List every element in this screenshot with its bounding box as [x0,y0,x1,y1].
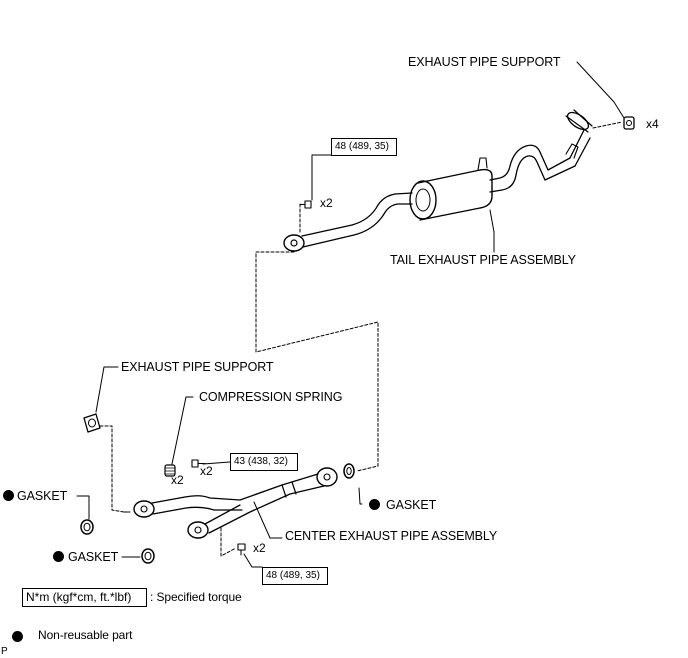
label-tail-exhaust-pipe-assembly: TAIL EXHAUST PIPE ASSEMBLY [390,253,576,267]
nonreusable-icon [3,490,14,501]
torque-box-lower: 48 (489, 35) [262,567,328,585]
label-exhaust-pipe-support-left: EXHAUST PIPE SUPPORT [121,360,274,374]
torque-box-tail: 48 (489, 35) [331,138,397,156]
qty-tail-bolts: x2 [320,196,333,210]
label-gasket-right: GASKET [386,498,437,512]
label-center-exhaust-pipe-assembly: CENTER EXHAUST PIPE ASSEMBLY [285,529,498,543]
lower-bolt [237,543,246,556]
tail-exhaust-pipe-assembly [283,109,593,252]
legend-torque-description: : Specified torque [150,590,242,604]
torque-box-center: 43 (438, 32) [230,453,298,471]
label-compression-spring: COMPRESSION SPRING [199,390,343,404]
legend-nonreusable-description: Non-reusable part [38,628,133,642]
compression-spring-part [164,464,176,477]
center-exhaust-pipe-assembly [123,467,338,539]
exhaust-pipe-support-top-part [623,116,635,130]
tail-bolt [299,200,312,209]
corner-mark: P [1,646,8,657]
exhaust-pipe-support-left-part [83,413,101,433]
legend-torque-box: N*m (kgf*cm, ft.*lbf) [22,588,147,607]
qty-support-top: x4 [646,117,659,131]
label-gasket-left-top: GASKET [17,489,68,503]
gasket-left-bottom-part [141,548,155,564]
gasket-right-part [343,463,355,479]
label-exhaust-pipe-support-top: EXHAUST PIPE SUPPORT [408,55,561,69]
qty-lower-bolts: x2 [253,541,266,555]
gasket-left-top-part [80,519,94,535]
filled-circle-icon [12,631,23,642]
label-gasket-left-bottom: GASKET [68,550,119,564]
nonreusable-icon [53,551,64,562]
qty-spring: x2 [171,473,184,487]
qty-center-bolts: x2 [200,464,213,478]
nonreusable-icon [369,499,380,510]
